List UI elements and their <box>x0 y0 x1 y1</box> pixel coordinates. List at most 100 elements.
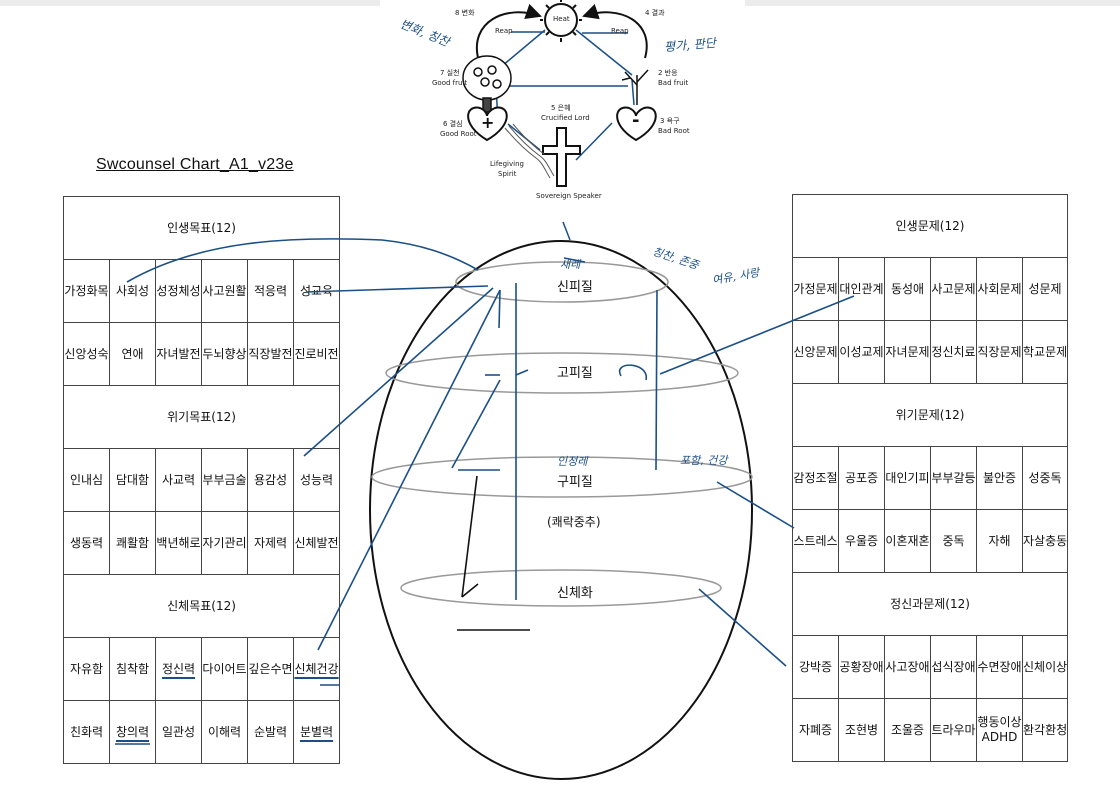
problem-cell: 불안증 <box>976 446 1023 510</box>
goal-cell: 사교력 <box>155 448 202 512</box>
section-title-body-goals: 신체목표(12) <box>62 574 341 638</box>
cross-icon <box>542 127 581 187</box>
ring-neocortex <box>455 261 669 303</box>
reap-label-left: Reap <box>495 27 513 35</box>
ring-label-somatization: 신체화 <box>557 586 593 601</box>
goal-cell: 신체건강 <box>292 637 341 701</box>
ring-label-neocortex: 신피질 <box>557 280 593 295</box>
goal-cell: 창의력 <box>109 700 156 764</box>
minus-sign: - <box>632 110 640 131</box>
section-title-crisis-goals: 위기목표(12) <box>62 385 341 449</box>
goal-cell: 분별력 <box>292 700 341 764</box>
problem-cell: 공포증 <box>838 446 885 510</box>
goal-cell: 적응력 <box>247 259 294 323</box>
node-7-label: 7 실천 <box>440 69 460 77</box>
node-4-label: 4 결과 <box>645 9 665 17</box>
speaker-label: Sovereign Speaker <box>536 192 602 200</box>
goal-cell: 친화력 <box>63 700 110 764</box>
problem-cell: 성문제 <box>1021 257 1069 321</box>
node-6-label: 6 결심 <box>443 120 463 128</box>
problem-cell: 사고장애 <box>884 635 931 699</box>
goal-cell: 다이어트 <box>201 637 248 701</box>
problem-cell: 조울증 <box>884 698 931 762</box>
problem-cell: 대인기피 <box>884 446 931 510</box>
goal-cell: 자유함 <box>63 637 110 701</box>
bad-root-heart-icon <box>616 106 657 142</box>
problem-cell: 중독 <box>930 509 977 573</box>
annotation-strokes-black <box>457 475 530 631</box>
sun-icon <box>540 0 582 42</box>
goal-cell: 백년해로 <box>155 511 202 575</box>
ring-paleocortex <box>385 352 739 394</box>
node-3-sub: Bad Root <box>658 127 690 135</box>
reap-label-right: Reap <box>611 27 629 35</box>
goal-cell: 용감성 <box>247 448 294 512</box>
problem-cell: 이혼재혼 <box>884 509 931 573</box>
note-ring3-right: 포함, 건강 <box>680 454 728 467</box>
node-2-sub: Bad fruit <box>658 79 689 87</box>
goal-cell: 순발력 <box>247 700 294 764</box>
node-3-label: 3 욕구 <box>660 117 680 125</box>
reap-arrow-left <box>475 3 542 59</box>
problem-cell: 학교문제 <box>1021 320 1069 384</box>
spirit-label-1: Lifegiving <box>490 160 524 168</box>
plus-sign: + <box>481 113 495 132</box>
brain-sphere <box>369 240 753 780</box>
note-ring1: 새레 <box>560 258 581 271</box>
bad-tree-icon <box>621 69 649 105</box>
goals-table: 인생목표(12) 가정화목 사회성 성정체성 사고원활 적응력 성교육 신앙성숙… <box>62 196 341 764</box>
goal-cell: 두뇌향상 <box>201 322 248 386</box>
reap-arrow-right <box>582 3 648 59</box>
annotation-strokes <box>115 237 855 745</box>
problem-cell: 트라우마 <box>930 698 977 762</box>
problem-cell: 동성애 <box>884 257 931 321</box>
problem-cell: 신앙문제 <box>792 320 839 384</box>
problem-cell: 환각환청 <box>1021 698 1069 762</box>
spirit-label-2: Spirit <box>498 170 517 178</box>
note-ring3: 인정레 <box>557 455 588 468</box>
good-tree-icon <box>462 55 512 113</box>
top-strip-right <box>745 0 1120 6</box>
goal-cell: 담대함 <box>109 448 156 512</box>
goal-cell: 정신력 <box>155 637 202 701</box>
problem-cell: 성중독 <box>1021 446 1069 510</box>
problem-cell: 스트레스 <box>792 509 839 573</box>
problem-cell: 자폐증 <box>792 698 839 762</box>
goal-cell: 연애 <box>109 322 156 386</box>
node-2-label: 2 반응 <box>658 69 678 77</box>
ring-archicortex <box>371 456 753 498</box>
ring-label-archicortex: 구피질 <box>557 475 593 490</box>
problem-cell: 행동이상 ADHD <box>976 698 1023 762</box>
goal-cell: 진로비전 <box>292 322 341 386</box>
problem-cell: 가정문제 <box>792 257 839 321</box>
problem-cell: 신체이상 <box>1021 635 1069 699</box>
node-6-sub: Good Root <box>440 130 477 138</box>
top-strip-left <box>0 0 380 6</box>
ring-label-paleocortex: 고피질 <box>557 366 593 381</box>
problems-table: 인생문제(12) 가정문제 대인관계 동성애 사고문제 사회문제 성문제 신앙문… <box>791 194 1069 762</box>
goal-cell: 이해력 <box>201 700 248 764</box>
node-7-sub: Good fruit <box>432 79 468 87</box>
goal-cell: 인내심 <box>63 448 110 512</box>
problem-cell: 자녀문제 <box>884 320 931 384</box>
goal-cell: 깊은수면 <box>247 637 294 701</box>
problem-cell: 정신치료 <box>930 320 977 384</box>
problem-cell: 직장문제 <box>976 320 1023 384</box>
goal-cell: 성능력 <box>292 448 341 512</box>
section-title-crisis-problems: 위기문제(12) <box>791 383 1069 447</box>
goal-cell: 가정화목 <box>63 259 110 323</box>
problem-cell: 이성교제 <box>838 320 885 384</box>
problem-cell: 대인관계 <box>838 257 885 321</box>
chart-title: Swcounsel Chart_A1_v23e <box>96 156 294 173</box>
spirit-waves <box>504 123 555 179</box>
node-8-label: 8 변화 <box>455 9 475 17</box>
goal-cell: 사고원활 <box>201 259 248 323</box>
good-root-heart-icon <box>467 106 508 142</box>
problem-cell: 조현병 <box>838 698 885 762</box>
section-title-life-problems: 인생문제(12) <box>791 194 1069 258</box>
problem-cell: 감정조절 <box>792 446 839 510</box>
node-5-sub: Crucified Lord <box>541 114 590 122</box>
section-title-life-goals: 인생목표(12) <box>62 196 341 260</box>
goal-cell: 직장발전 <box>247 322 294 386</box>
